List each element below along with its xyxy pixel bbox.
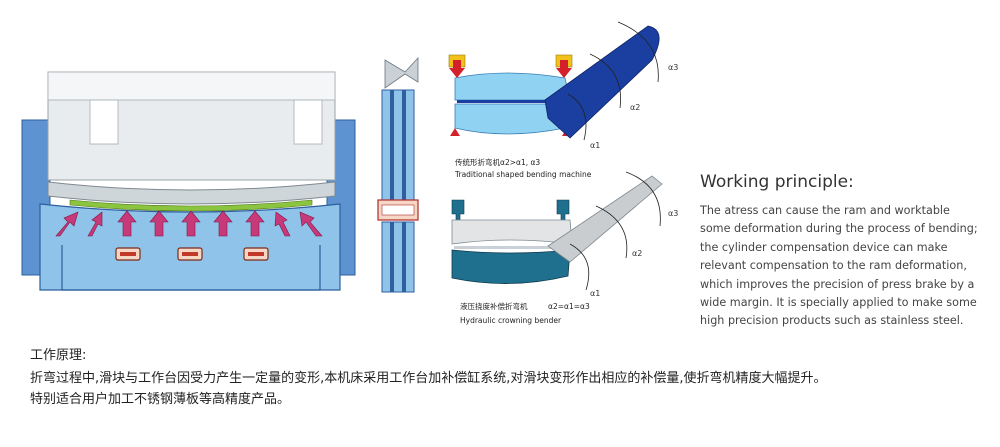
arrow-up-icon [149,210,169,237]
press-brake-front-view [21,71,356,291]
bent-sheet-dark [544,25,660,139]
upper-caption-formula: α2>α1, α3 [500,158,540,167]
upper-caption-cn: 传统形折弯机 [455,157,500,167]
side-lower-column [381,221,415,293]
angle-label-a2-lower: α2 [632,249,642,258]
ram-right-notch [293,99,323,145]
angle-arc-a3 [617,21,659,83]
angle-label-a3: α3 [668,63,678,72]
working-principle-body: The atress can cause the ram and worktab… [700,204,978,328]
chinese-line-2: 特别适合用户加工不锈钢薄板等高精度产品。 [30,392,291,407]
chinese-line-1: 折弯过程中,滑块与工作台因受力产生一定量的变形,本机床采用工作台加补偿缸系统,对… [30,371,827,386]
angle-arc-a2 [589,53,622,109]
table-teal [451,249,571,284]
arrow-up-icon [213,210,233,237]
lower-caption-formula: α2=α1=α3 [548,302,590,311]
angle-arc-a1 [567,93,587,141]
ram-left-notch [89,99,119,145]
bent-sheet-grey [547,175,663,263]
sheet-line-lower [454,246,558,249]
working-principle-title: Working principle: [700,172,854,192]
arrow-up-icon [299,211,323,237]
arrow-up-icon [87,211,103,237]
red-arrow-down-icon [556,60,572,78]
side-upper-column [381,89,415,201]
angle-label-a3-lower: α3 [668,209,678,218]
ram-bottom-edge [47,181,336,205]
angle-arc-a3-lower [625,171,661,227]
hydraulic-crowning-diagram: α3 α2 α1 液压挠度补偿折弯机 α2=α1=α3 Hydraulic cr… [451,171,678,325]
red-triangle-icon [450,128,460,136]
workpiece-strip [69,199,313,212]
worktable [39,203,341,291]
lower-caption-en: Hydraulic crowning bender [460,316,562,325]
arrow-up-icon [274,211,291,237]
angle-label-a1-lower: α1 [590,289,600,298]
chinese-title: 工作原理: [30,348,87,363]
angle-arc-a1-lower [569,243,590,291]
arrow-up-icon [245,210,265,237]
arrow-up-icon [117,210,137,237]
sheet-line [457,100,557,103]
angle-label-a1: α1 [590,141,600,150]
red-arrow-down-icon [449,60,465,78]
angle-arc-a2-lower [595,205,628,259]
arrow-up-icon [55,211,79,237]
upper-caption-en: Traditional shaped bending machine [454,170,592,179]
teal-cylinder-icon [556,199,570,221]
angle-label-a2: α2 [630,103,640,112]
teal-cylinder-icon [451,199,465,221]
worktable-bottom [61,245,321,291]
ram-top-plate [47,71,336,101]
compensation-arrows [55,210,323,237]
side-top-tool [384,56,419,89]
lower-caption-cn: 液压挠度补偿折弯机 [460,301,528,311]
traditional-bending-diagram: α3 α2 α1 传统形折弯机 α2>α1, α3 Traditional sh… [448,21,678,179]
ram-grey [451,219,573,245]
arrow-up-icon [181,210,201,237]
press-brake-side-view [377,56,419,293]
